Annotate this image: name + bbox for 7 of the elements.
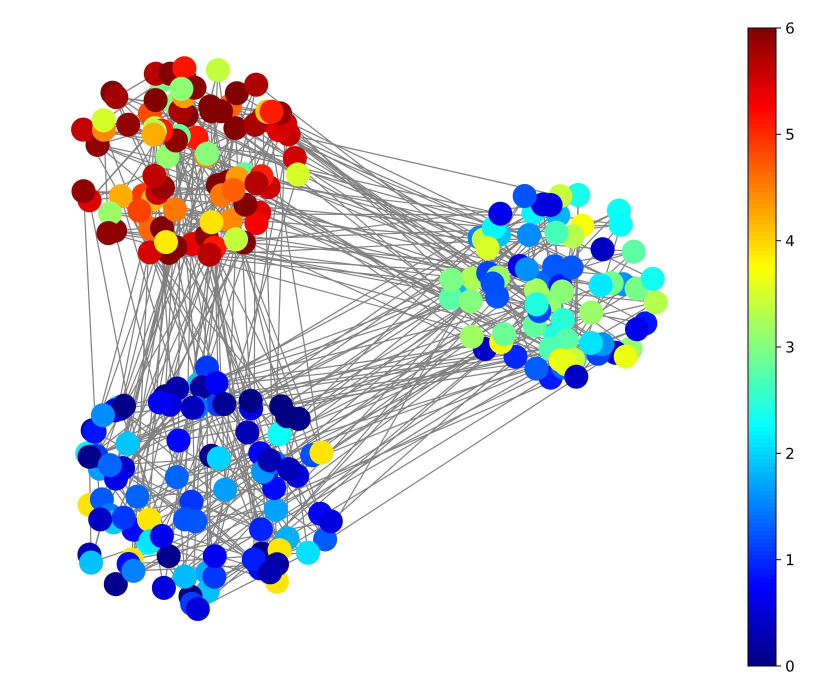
tick-label: 1 [786,554,794,566]
tick-label: 4 [786,235,794,246]
tick-label: 0 [786,660,794,672]
tick-label: 6 [786,22,794,34]
tick-label: 3 [786,341,794,353]
tick-label: 2 [786,448,794,459]
tick-label: 5 [786,128,794,140]
